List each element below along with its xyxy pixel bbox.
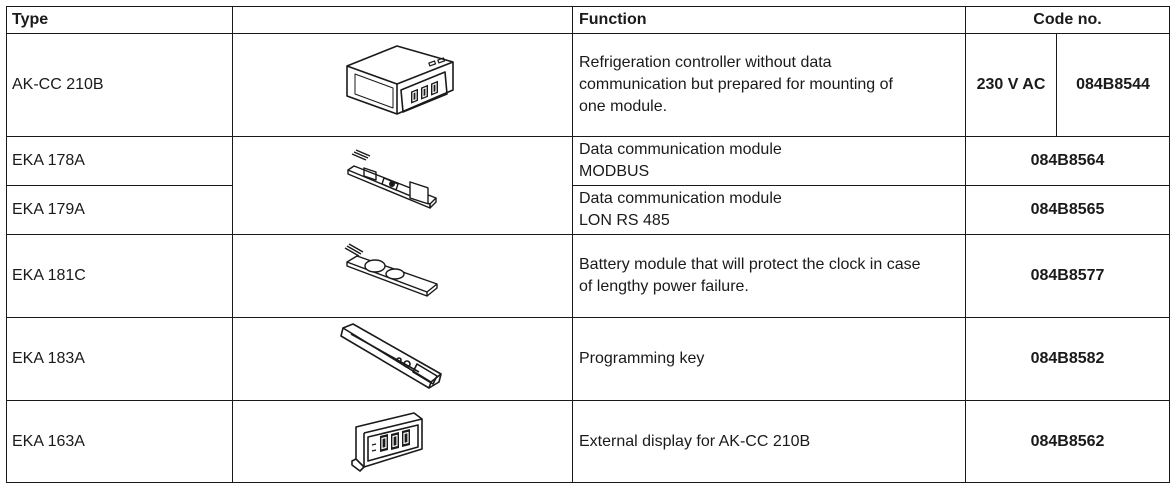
function-line: Programming key xyxy=(579,350,705,367)
battery-module-image xyxy=(344,243,438,297)
external-display-image xyxy=(351,412,423,472)
function-line: LON RS 485 xyxy=(579,212,670,229)
header-type: Type xyxy=(12,11,49,28)
row-function-eka-183a: Programming key xyxy=(579,318,964,400)
function-line: Data communication module xyxy=(579,141,782,158)
row-function-eka-163a: External display for AK-CC 210B xyxy=(579,401,964,482)
voltage-label: 230 V AC xyxy=(976,76,1046,93)
row-type-eka-163a: EKA 163A xyxy=(12,432,85,450)
row-type-eka-179a: EKA 179A xyxy=(12,201,85,218)
programming-key-image xyxy=(340,323,442,389)
function-line: of lengthy power failure. xyxy=(579,278,749,295)
function-line: communication but prepared for mounting … xyxy=(579,76,893,93)
communication-module-image xyxy=(347,149,437,209)
function-line: Battery module that will protect the clo… xyxy=(579,256,921,273)
row-function-eka-178a: Data communication module MODBUS xyxy=(579,137,964,185)
row-function-eka-181c: Battery module that will protect the clo… xyxy=(579,235,964,317)
function-line: one module. xyxy=(579,98,668,115)
row-function-eka-179a: Data communication module LON RS 485 xyxy=(579,186,964,234)
row-type-eka-183a: EKA 183A xyxy=(12,350,85,367)
row-type-ak-cc-210b: AK-CC 210B xyxy=(12,76,104,93)
code-084b8565: 084B8565 xyxy=(1030,201,1105,218)
code-084b8564: 084B8564 xyxy=(1030,152,1105,169)
code-084b8577: 084B8577 xyxy=(1030,267,1105,284)
header-function: Function xyxy=(579,11,647,28)
function-line: Refrigeration controller without data xyxy=(579,54,832,71)
code-084b8562: 084B8562 xyxy=(1030,432,1105,450)
code-084b8582: 084B8582 xyxy=(1030,350,1105,367)
code-084b8544: 084B8544 xyxy=(1076,76,1150,93)
controller-unit-image xyxy=(346,45,454,115)
function-line: Data communication module xyxy=(579,190,782,207)
function-line: MODBUS xyxy=(579,163,650,180)
row-type-eka-178a: EKA 178A xyxy=(12,152,85,169)
header-code: Code no. xyxy=(1033,11,1102,28)
row-type-eka-181c: EKA 181C xyxy=(12,267,86,284)
row-function-ak-cc-210b: Refrigeration controller without data co… xyxy=(579,34,964,136)
function-line: External display for AK-CC 210B xyxy=(579,432,811,450)
